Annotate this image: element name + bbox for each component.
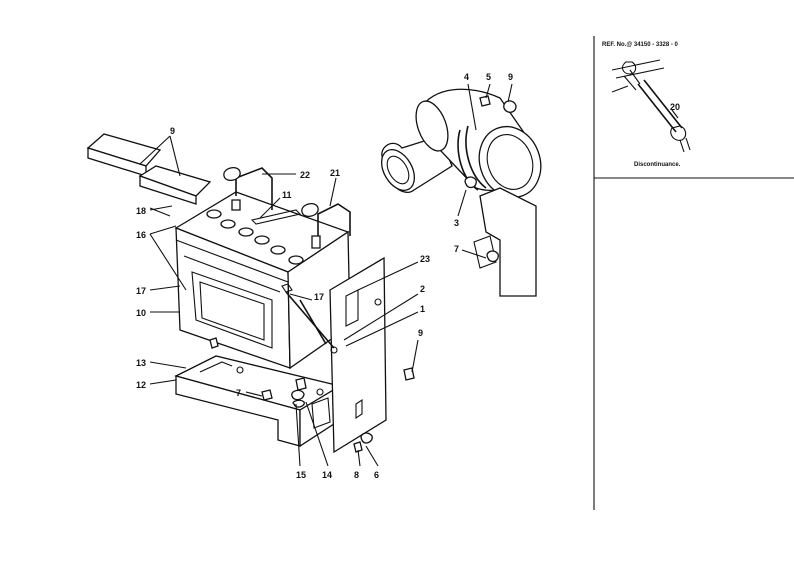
leader-lines bbox=[139, 83, 513, 467]
fasteners bbox=[209, 337, 415, 453]
air-cleaner bbox=[380, 88, 542, 297]
callout-12: 12 bbox=[136, 380, 146, 390]
inset-panel: REF. No.@ 34150 - 3328 - 0 20 Discontinu… bbox=[602, 42, 691, 168]
callout-3: 3 bbox=[454, 218, 459, 228]
callout-9-cover: 9 bbox=[170, 126, 175, 136]
mounting-plate bbox=[281, 256, 387, 454]
callout-18: 18 bbox=[136, 206, 146, 216]
callout-17-left: 17 bbox=[136, 286, 146, 296]
callout-21: 21 bbox=[330, 168, 340, 178]
battery-cover bbox=[86, 133, 212, 205]
callout-22: 22 bbox=[300, 170, 310, 180]
callout-4: 4 bbox=[464, 72, 469, 82]
battery-tray bbox=[174, 355, 342, 448]
callouts: 9 18 16 17 10 13 12 22 11 21 23 17 2 1 9… bbox=[136, 72, 513, 480]
inset-caption: Discontinuance. bbox=[634, 162, 681, 168]
callout-14: 14 bbox=[322, 470, 332, 480]
callout-8: 8 bbox=[354, 470, 359, 480]
callout-11: 11 bbox=[282, 190, 292, 200]
callout-6: 6 bbox=[374, 470, 379, 480]
callout-16: 16 bbox=[136, 230, 146, 240]
callout-7-bottom: 7 bbox=[236, 388, 241, 398]
battery-cables bbox=[223, 166, 351, 236]
callout-23: 23 bbox=[420, 254, 430, 264]
callout-2: 2 bbox=[420, 284, 425, 294]
callout-9-right: 9 bbox=[418, 328, 423, 338]
callout-17-mid: 17 bbox=[314, 292, 324, 302]
inset-rod-drawing bbox=[611, 59, 691, 153]
callout-7-air: 7 bbox=[454, 244, 459, 254]
callout-20: 20 bbox=[670, 102, 680, 112]
battery-caps bbox=[206, 209, 304, 265]
inset-ref-text: REF. No.@ 34150 - 3328 - 0 bbox=[602, 42, 679, 48]
inset-frame bbox=[593, 36, 794, 510]
callout-15: 15 bbox=[296, 470, 306, 480]
callout-13: 13 bbox=[136, 358, 146, 368]
callout-1: 1 bbox=[420, 304, 425, 314]
callout-9-air: 9 bbox=[508, 72, 513, 82]
callout-10: 10 bbox=[136, 308, 146, 318]
callout-5: 5 bbox=[486, 72, 491, 82]
